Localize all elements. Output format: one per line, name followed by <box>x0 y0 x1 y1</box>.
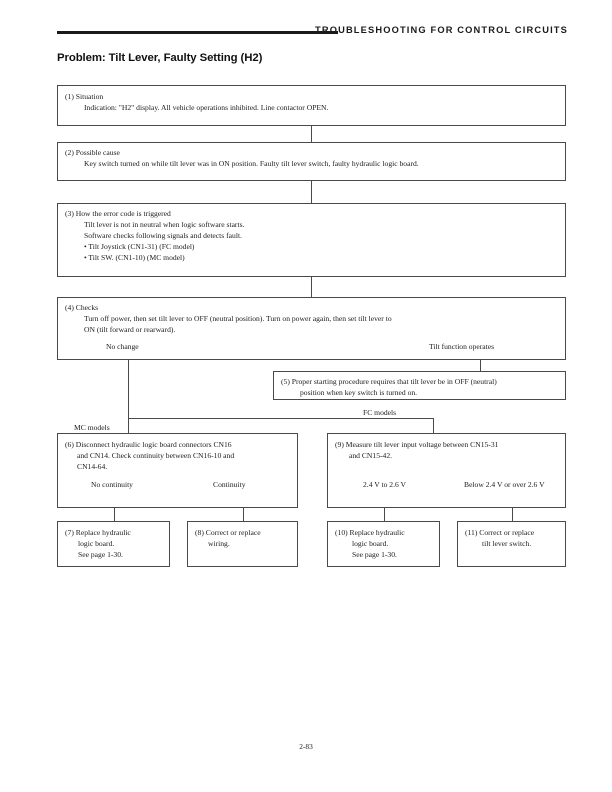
connector-fc-to-action-11 <box>512 508 513 521</box>
box-checks-branch-left-label: No change <box>106 342 139 351</box>
label-mc-models: MC models <box>74 423 110 432</box>
box-action-7: (7) Replace hydraulic logic board. See p… <box>57 521 170 567</box>
connector-situation-to-cause <box>311 126 312 142</box>
box-fc-check-line-2: and CN15-42. <box>349 451 393 460</box>
connector-checks-left-trunk <box>128 360 129 433</box>
box-situation-line-1: Indication: "H2" display. All vehicle op… <box>84 103 329 112</box>
box-fc-check-branch-right-label: Below 2.4 V or over 2.6 V <box>464 480 545 489</box>
box-mc-check-line-3: CN14-64. <box>77 462 108 471</box>
box-situation-heading: (1) Situation <box>65 92 104 101</box>
connector-checks-to-proper-start <box>480 360 481 371</box>
box-checks-branch-right-label: Tilt function operates <box>429 342 495 351</box>
page-title: Problem: Tilt Lever, Faulty Setting (H2) <box>57 52 263 64</box>
box-checks-line-1: Turn off power, then set tilt lever to O… <box>84 314 392 323</box>
box-situation: (1) Situation Indication: "H2" display. … <box>57 85 566 126</box>
box-proper-start-line-2: position when key switch is turned on. <box>300 388 418 397</box>
box-action-11-line-2: tilt lever switch. <box>482 539 532 548</box>
connector-mc-to-action-8 <box>243 508 244 521</box>
footer-page-number: 2-83 <box>299 742 313 751</box>
box-action-10: (10) Replace hydraulic logic board. See … <box>327 521 440 567</box>
label-fc-models: FC models <box>363 408 397 417</box>
box-action-11: (11) Correct or replace tilt lever switc… <box>457 521 566 567</box>
box-proper-start: (5) Proper starting procedure requires t… <box>273 371 566 400</box>
box-action-11-line-1: (11) Correct or replace <box>465 528 535 537</box>
connector-trigger-to-checks <box>311 277 312 297</box>
header-rule <box>57 31 338 34</box>
box-trigger: (3) How the error code is triggered Tilt… <box>57 203 566 277</box>
box-mc-check-branch-right-label: Continuity <box>213 480 246 489</box>
box-trigger-heading: (3) How the error code is triggered <box>65 209 171 218</box>
box-proper-start-line-1: (5) Proper starting procedure requires t… <box>281 377 497 386</box>
box-mc-check-line-1: (6) Disconnect hydraulic logic board con… <box>65 440 232 449</box>
box-action-8-line-2: wiring. <box>208 539 230 548</box>
box-checks-heading: (4) Checks <box>65 303 99 312</box>
connector-fc-to-action-10 <box>384 508 385 521</box>
box-action-7-line-3: See page 1-30. <box>78 550 123 559</box>
box-trigger-line-4: • Tilt SW. (CN1-10) (MC model) <box>84 253 185 262</box>
connector-mc-to-action-7 <box>114 508 115 521</box>
box-trigger-line-1: Tilt lever is not in neutral when logic … <box>84 220 245 229</box>
connector-cause-to-trigger <box>311 181 312 203</box>
box-possible-cause: (2) Possible cause Key switch turned on … <box>57 142 566 181</box>
connector-mc-fc-split <box>128 418 434 419</box>
box-action-8: (8) Correct or replace wiring. <box>187 521 298 567</box>
box-action-7-line-1: (7) Replace hydraulic <box>65 528 131 537</box>
box-action-10-line-2: logic board. <box>352 539 389 548</box>
box-action-8-line-1: (8) Correct or replace <box>195 528 261 537</box>
box-possible-cause-heading: (2) Possible cause <box>65 148 120 157</box>
box-fc-check-branch-left-label: 2.4 V to 2.6 V <box>363 480 407 489</box>
box-fc-check-line-1: (9) Measure tilt lever input voltage bet… <box>335 440 499 449</box>
box-fc-check: (9) Measure tilt lever input voltage bet… <box>327 433 566 508</box>
box-action-10-line-3: See page 1-30. <box>352 550 397 559</box>
running-header-title: TROUBLESHOOTING FOR CONTROL CIRCUITS <box>315 25 568 35</box>
box-mc-check: (6) Disconnect hydraulic logic board con… <box>57 433 298 508</box>
box-checks-line-2: ON (tilt forward or rearward). <box>84 325 176 334</box>
box-trigger-line-3: • Tilt Joystick (CN1-31) (FC model) <box>84 242 195 251</box>
box-action-7-line-2: logic board. <box>78 539 115 548</box>
box-mc-check-branch-left-label: No continuity <box>91 480 133 489</box>
connector-to-fc-check <box>433 418 434 433</box>
box-action-10-line-1: (10) Replace hydraulic <box>335 528 405 537</box>
box-checks: (4) Checks Turn off power, then set tilt… <box>57 297 566 360</box>
box-mc-check-line-2: and CN14. Check continuity between CN16-… <box>77 451 235 460</box>
box-trigger-line-2: Software checks following signals and de… <box>84 231 242 240</box>
box-possible-cause-line-1: Key switch turned on while tilt lever wa… <box>84 159 419 168</box>
